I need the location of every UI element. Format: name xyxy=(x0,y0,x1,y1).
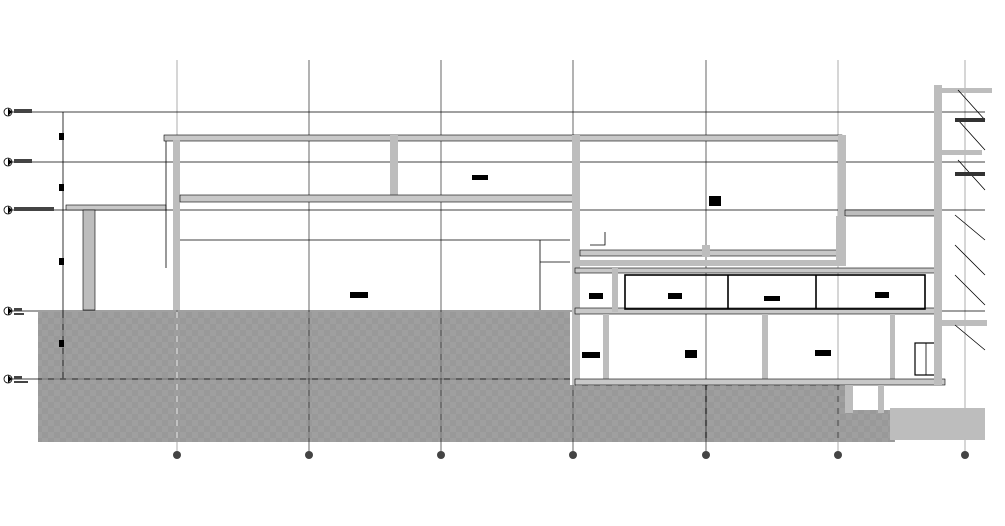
level-marker-basement xyxy=(3,374,28,384)
level-markers xyxy=(3,107,54,384)
grid-axis-1 xyxy=(173,451,181,459)
room-labels xyxy=(350,175,889,358)
level-marker-roof xyxy=(3,107,32,117)
dimension-line xyxy=(59,112,64,379)
level-marker-upper xyxy=(3,157,32,167)
building-section xyxy=(65,85,992,440)
level-marker-ground xyxy=(3,306,24,316)
ground-hatch xyxy=(38,312,895,442)
grid-axis-5 xyxy=(702,451,710,459)
level-marker-mezzanine xyxy=(3,205,54,215)
grid-axis-2 xyxy=(305,451,313,459)
grid-axis-3 xyxy=(437,451,445,459)
grid-axis-markers xyxy=(173,451,969,459)
level-lines xyxy=(10,111,985,380)
grid-axis-6 xyxy=(834,451,842,459)
grid-axis-7 xyxy=(961,451,969,459)
grid-axis-4 xyxy=(569,451,577,459)
